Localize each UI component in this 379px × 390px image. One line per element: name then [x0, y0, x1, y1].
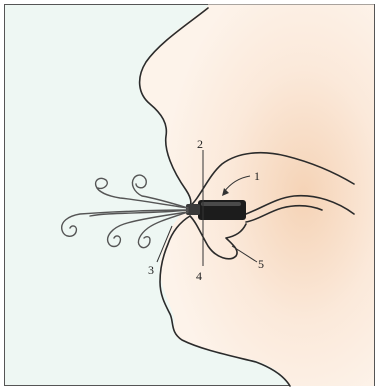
callout-label-1: 1: [254, 169, 260, 183]
callout-label-3: 3: [148, 263, 154, 277]
callout-label-5: 5: [258, 257, 264, 271]
cigarette-highlight: [201, 202, 241, 206]
callout-label-2: 2: [197, 137, 203, 151]
callout-label-4: 4: [196, 269, 202, 283]
